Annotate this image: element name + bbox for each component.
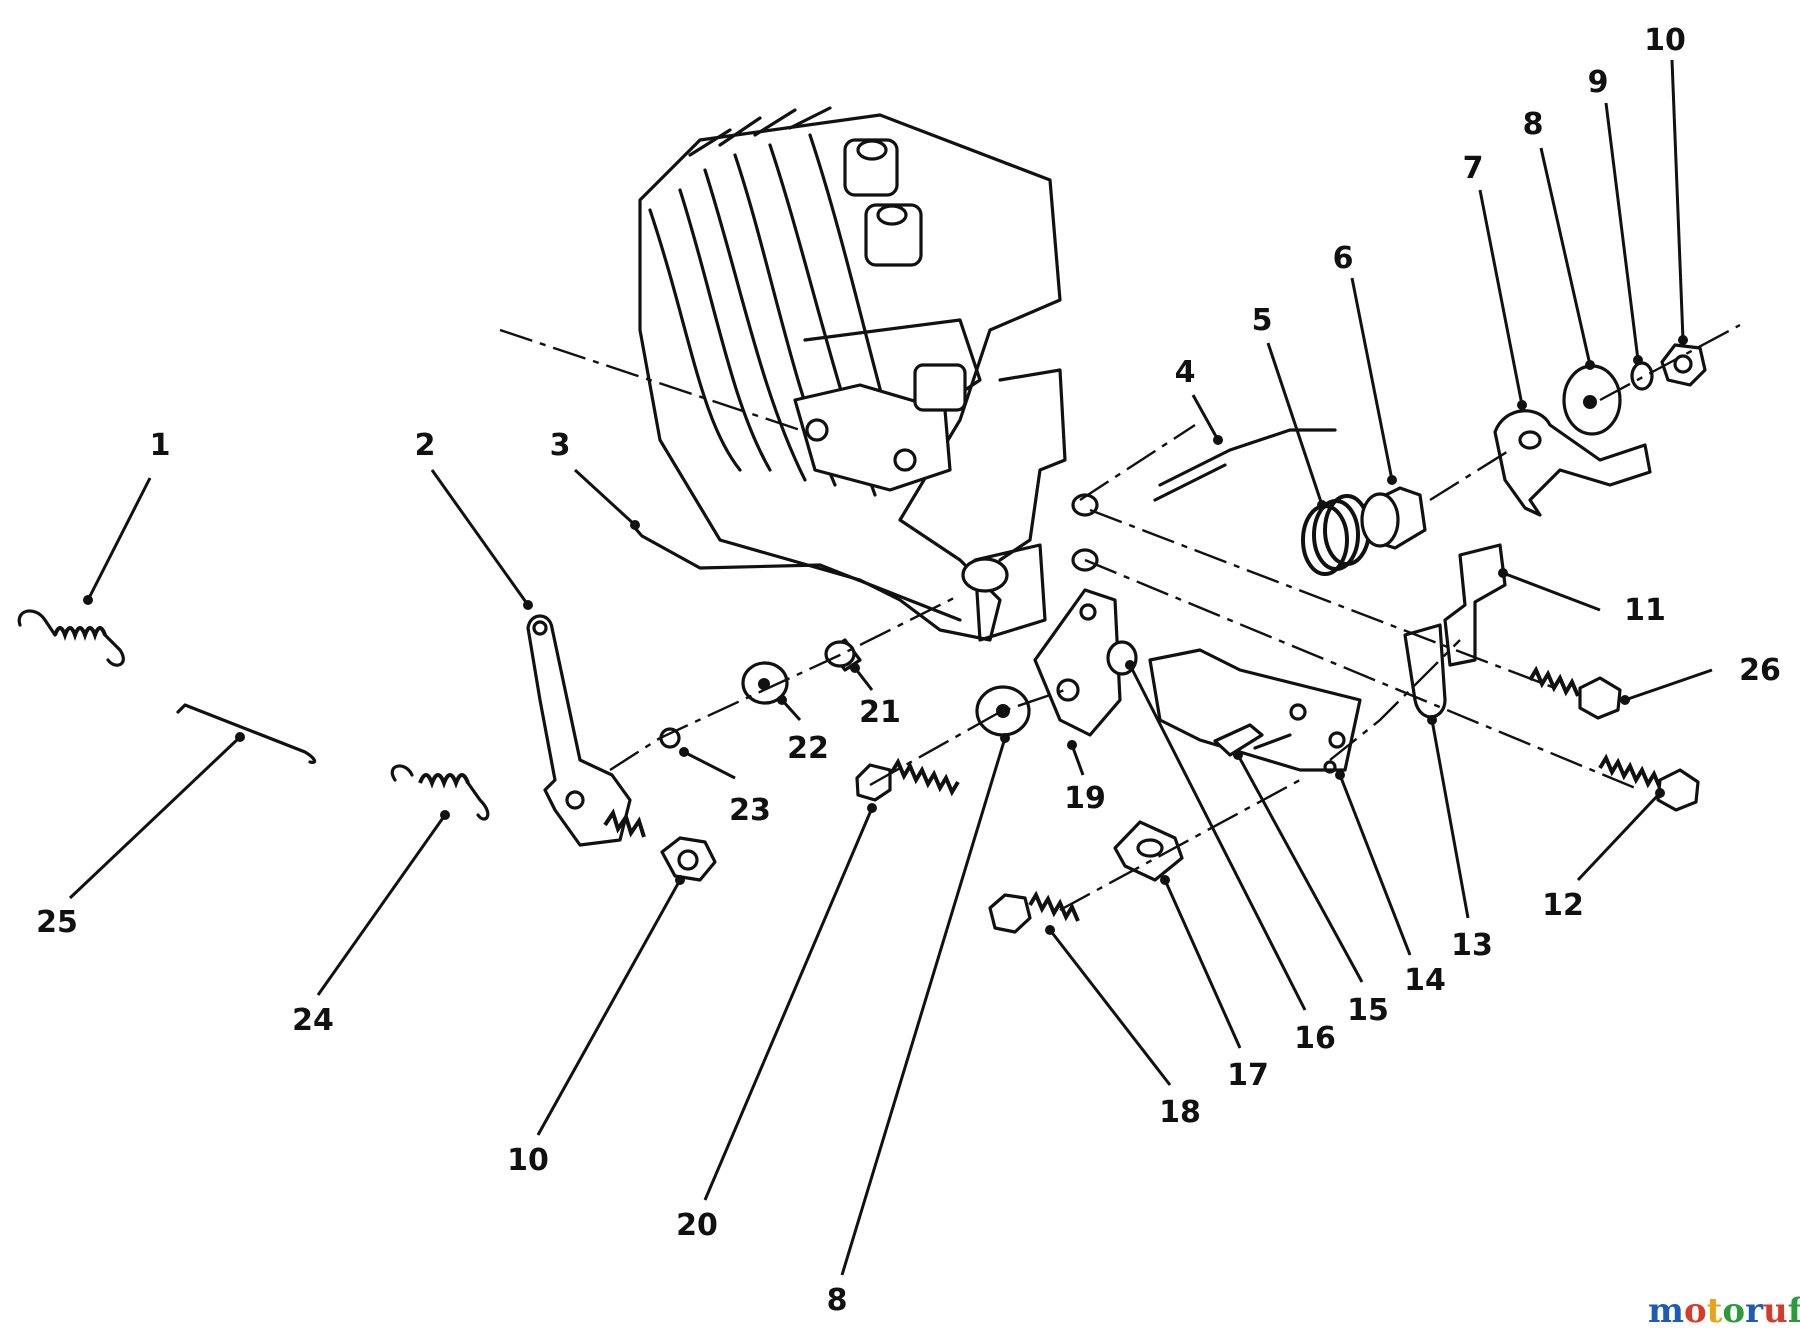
spring-part-5 (1301, 494, 1371, 576)
callout-label-4: 4 (1175, 355, 1196, 390)
spring-part-24 (390, 764, 490, 821)
nut-part-10-lower (660, 836, 717, 882)
bolt-part-26 (1528, 665, 1622, 720)
callout-14: 14 (1335, 770, 1446, 998)
callout-label-18: 18 (1159, 1095, 1201, 1130)
bushing-part-6 (1360, 486, 1427, 550)
callout-19: 19 (1064, 740, 1106, 816)
callout-26: 26 (1620, 653, 1781, 705)
watermark-letter: t (1707, 1291, 1723, 1331)
callout-12: 12 (1542, 788, 1665, 923)
bolt-part-20 (855, 757, 960, 802)
spacer-part-21 (824, 638, 862, 672)
callout-8-lower: 8 (827, 733, 1010, 1318)
callout-label-9: 9 (1588, 65, 1609, 100)
callout-label-24: 24 (292, 1003, 334, 1038)
callout-label-11: 11 (1624, 593, 1666, 628)
callout-label-5: 5 (1252, 303, 1273, 338)
callout-label-22: 22 (787, 731, 829, 766)
washer-part-8-lower (975, 685, 1031, 737)
callout-label-3: 3 (550, 428, 571, 463)
callout-7: 7 (1463, 151, 1527, 410)
callout-5: 5 (1252, 303, 1327, 510)
wire-part-3 (633, 526, 962, 622)
callout-13: 13 (1427, 715, 1493, 963)
callout-label-7: 7 (1463, 151, 1484, 186)
stud-part-16 (1253, 733, 1292, 750)
clip-part-17 (1113, 820, 1184, 882)
callout-label-10-upper: 10 (1644, 23, 1686, 58)
watermark-letter: f (1788, 1291, 1800, 1331)
screw-part-18 (988, 890, 1080, 934)
callout-label-19: 19 (1064, 781, 1106, 816)
lock-washer-part-9 (1630, 361, 1654, 391)
callout-label-20: 20 (676, 1208, 718, 1243)
washer-part-22 (741, 661, 789, 705)
callout-8-upper: 8 (1523, 107, 1595, 370)
rod-part-4 (1153, 428, 1337, 502)
watermark-letter: o (1722, 1291, 1745, 1331)
callout-11: 11 (1498, 568, 1666, 628)
lever-part-2 (526, 614, 646, 847)
callout-label-17: 17 (1227, 1058, 1269, 1093)
callout-15: 15 (1233, 750, 1389, 1028)
pin-part-15 (1213, 723, 1264, 757)
callout-9: 9 (1588, 65, 1643, 365)
bracket-plate-part-19 (1033, 588, 1138, 737)
callout-label-10-lower: 10 (507, 1143, 549, 1178)
callout-label-26: 26 (1739, 653, 1781, 688)
watermark-letter: o (1684, 1291, 1707, 1331)
nut-part-10-upper (1660, 343, 1707, 387)
assembly-centerlines (499, 323, 1741, 912)
callout-21: 21 (850, 663, 901, 730)
callout-label-16: 16 (1294, 1021, 1336, 1056)
callout-layer: 1 2 3 4 5 6 7 8 8 9 10 10 11 12 13 14 15… (36, 23, 1781, 1318)
callout-22: 22 (777, 695, 829, 766)
watermark-letter: u (1763, 1291, 1788, 1331)
callout-1: 1 (83, 428, 170, 605)
motoruf-watermark-logo: motoruf.de (1648, 1291, 1800, 1331)
callout-label-14: 14 (1404, 963, 1446, 998)
washer-part-8-upper (1562, 364, 1622, 436)
callout-25: 25 (36, 732, 245, 940)
callout-18: 18 (1045, 925, 1201, 1130)
watermark-letter: r (1745, 1291, 1764, 1331)
callout-label-2: 2 (415, 428, 436, 463)
governor-bracket-part-14 (1148, 648, 1362, 772)
callout-label-21: 21 (859, 695, 901, 730)
callout-17: 17 (1160, 875, 1269, 1093)
callout-label-12: 12 (1542, 888, 1584, 923)
callout-23: 23 (679, 747, 771, 828)
callout-label-13: 13 (1451, 928, 1493, 963)
engine-block (638, 106, 1099, 642)
callout-6: 6 (1333, 241, 1397, 485)
bracket-part-11 (1443, 543, 1507, 667)
watermark-letter: m (1648, 1291, 1684, 1331)
svg-text:motoruf.de: motoruf.de (1648, 1291, 1800, 1331)
link-rod-part-25 (176, 703, 317, 764)
callout-24: 24 (292, 810, 450, 1038)
callout-20: 20 (676, 803, 877, 1243)
spring-part-1 (17, 609, 125, 667)
callout-label-15: 15 (1347, 993, 1389, 1028)
callout-10-lower: 10 (507, 875, 685, 1178)
callout-label-23: 23 (729, 793, 771, 828)
callout-label-6: 6 (1333, 241, 1354, 276)
callout-label-8-lower: 8 (827, 1283, 848, 1318)
callout-label-8-upper: 8 (1523, 107, 1544, 142)
callout-16: 16 (1125, 660, 1336, 1056)
callout-label-1: 1 (150, 428, 171, 463)
bolt-part-12 (1598, 753, 1700, 812)
callout-2: 2 (415, 428, 533, 610)
callout-label-25: 25 (36, 905, 78, 940)
callout-4: 4 (1175, 355, 1223, 445)
callout-10-upper: 10 (1644, 23, 1688, 345)
lever-part-7 (1493, 409, 1652, 517)
callout-3: 3 (550, 428, 640, 530)
